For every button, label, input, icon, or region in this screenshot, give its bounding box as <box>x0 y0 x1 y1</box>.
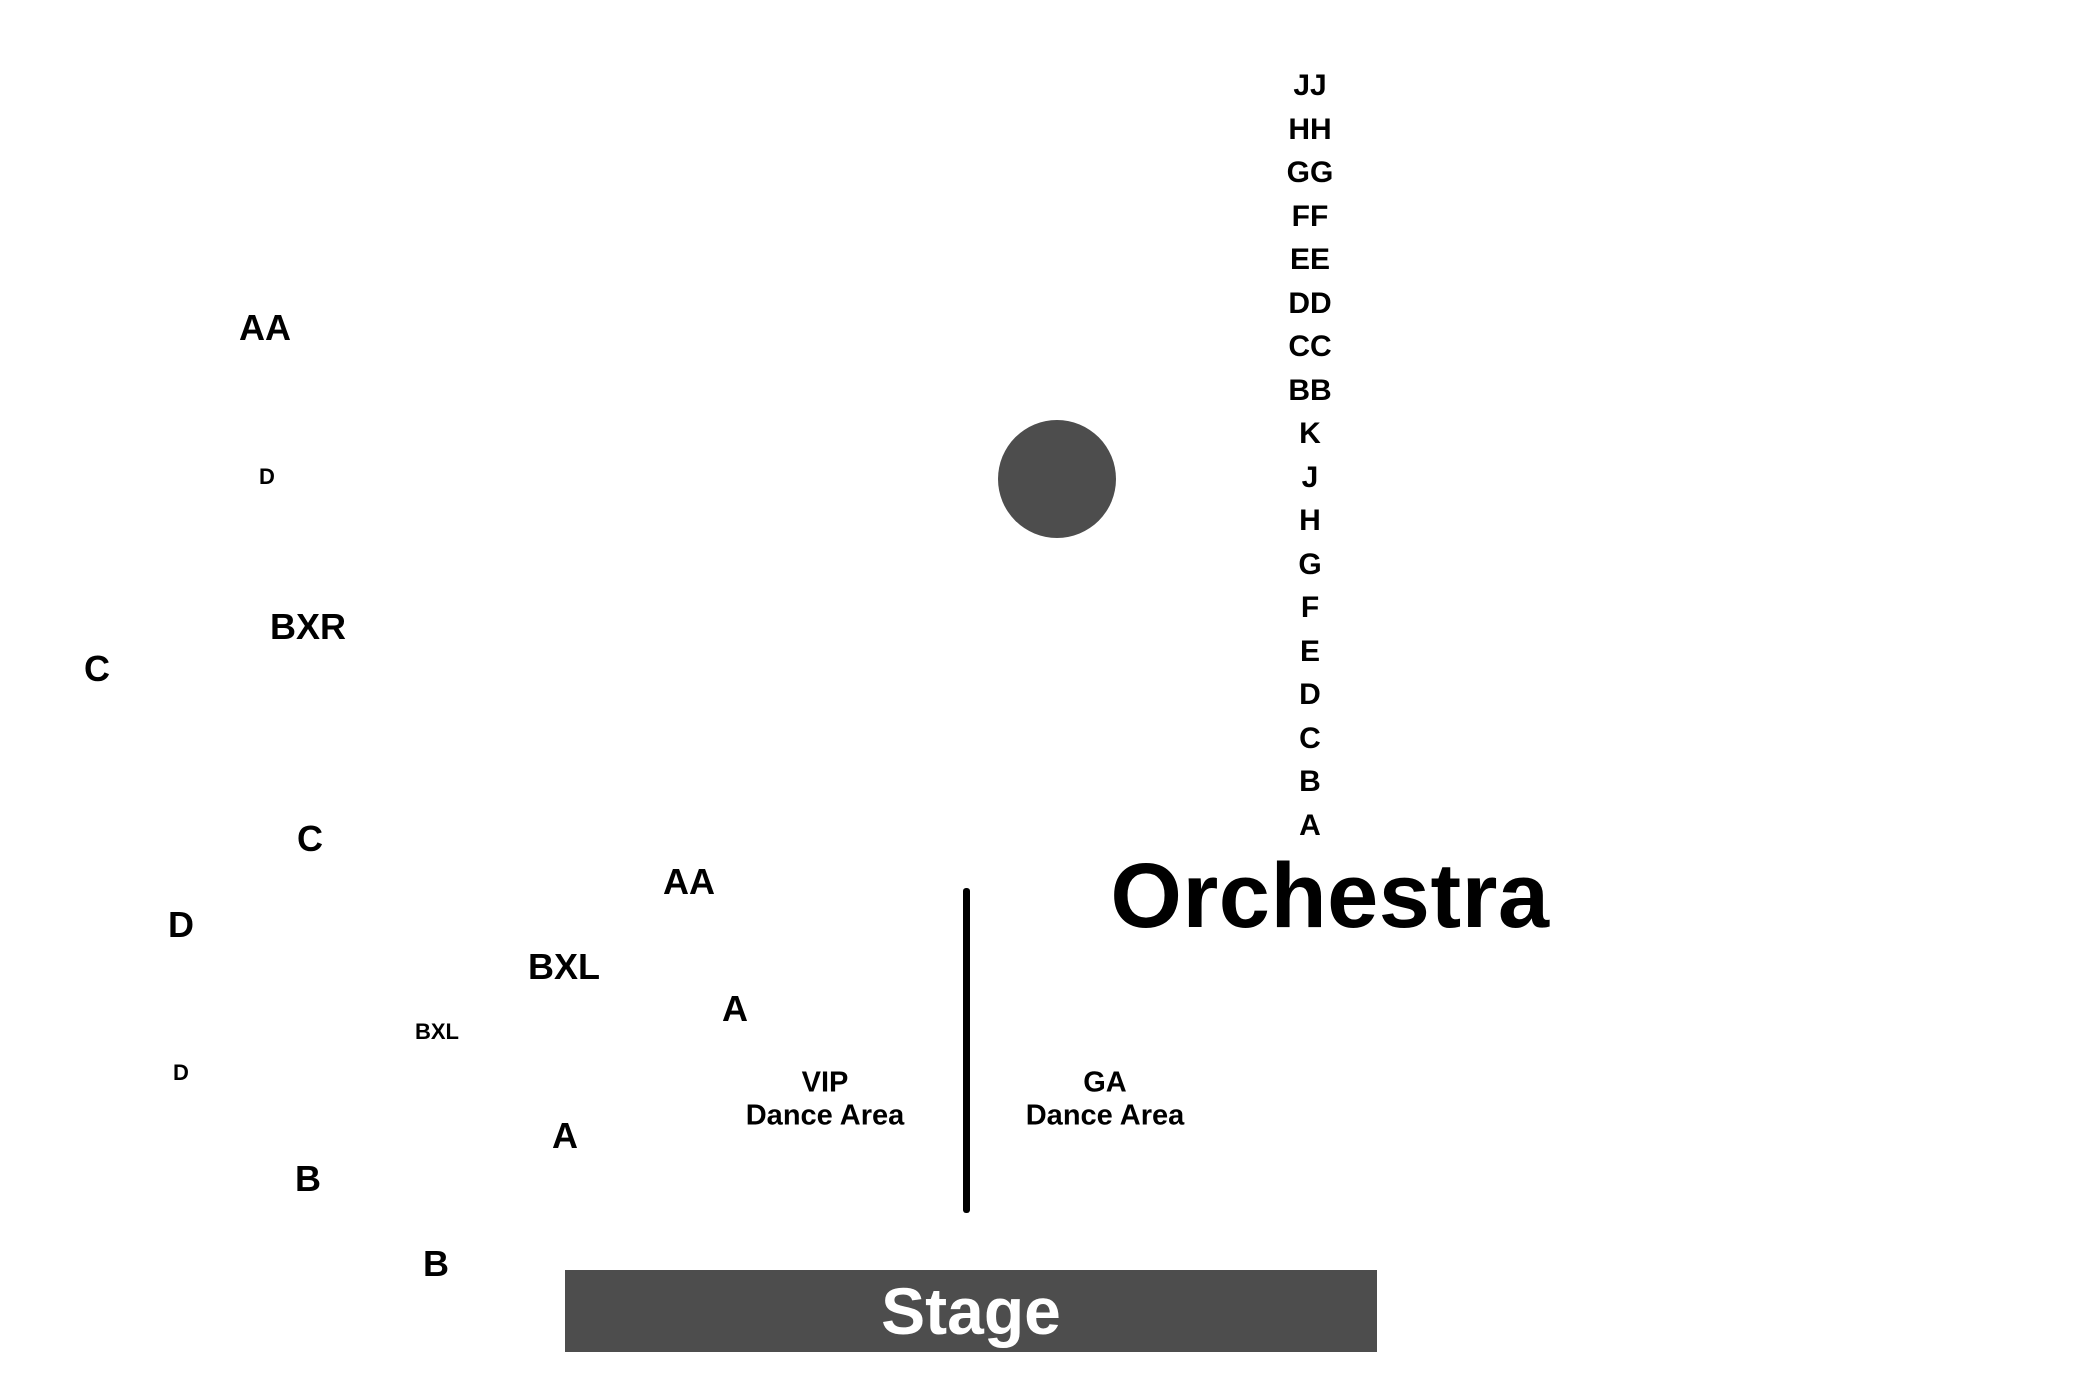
section-label-d-lower-small: D <box>173 1060 189 1085</box>
orchestra-row-label[interactable]: E <box>1299 634 1321 668</box>
orchestra-row-label[interactable]: B <box>1299 765 1321 798</box>
orchestra-row-label[interactable]: FF <box>1291 199 1329 233</box>
stage-label: Stage <box>881 1274 1061 1348</box>
stage: Stage <box>565 1270 1377 1352</box>
section-label-b-upper: B <box>295 1158 321 1199</box>
section-label-b-lower: B <box>423 1243 449 1284</box>
orchestra-row-label[interactable]: J <box>1301 460 1319 494</box>
section-label-d-left: D <box>168 904 194 945</box>
orchestra-row-label[interactable]: GG <box>1286 156 1334 189</box>
section-label-c-mid: C <box>297 818 323 859</box>
pillar-circle <box>998 420 1116 538</box>
ga-dance-area[interactable]: GA Dance Area <box>1026 1067 1185 1134</box>
orchestra-row-label[interactable]: DD <box>1288 286 1332 320</box>
section-label-bxr: BXR <box>269 606 347 647</box>
section-label-bxl-large: BXL <box>528 946 600 987</box>
section-label-aa-upper: AA <box>239 307 291 348</box>
orchestra-row-label[interactable]: HH <box>1288 112 1332 146</box>
orchestra-row-label[interactable]: EE <box>1289 243 1331 276</box>
section-label-a-lower: A <box>552 1115 578 1156</box>
vip-dance-area-title: VIP <box>801 1066 849 1099</box>
ga-dance-area-title: GA <box>1083 1066 1127 1099</box>
section-label-d-upper-small: D <box>259 464 275 489</box>
orchestra-row-label[interactable]: F <box>1300 591 1320 624</box>
section-label-c-far-left: C <box>84 648 110 689</box>
ga-dance-area-subtitle: Dance Area <box>1025 1100 1185 1132</box>
orchestra-row-label[interactable]: D <box>1299 678 1321 711</box>
vip-dance-area[interactable]: VIP Dance Area <box>746 1067 905 1134</box>
orchestra-row-label[interactable]: CC <box>1288 330 1332 363</box>
section-label-a-upper: A <box>722 988 748 1029</box>
section-label-aa-lower: AA <box>663 861 715 902</box>
orchestra-row-label[interactable]: JJ <box>1293 69 1327 102</box>
dance-area-divider <box>963 888 970 1213</box>
section-label-bxl-small: BXL <box>415 1019 459 1044</box>
orchestra-row-label[interactable]: K <box>1299 417 1321 450</box>
orchestra-row-label[interactable]: A <box>1299 808 1321 842</box>
orchestra-row-label[interactable]: BB <box>1288 373 1332 407</box>
orchestra-row-label[interactable]: H <box>1299 504 1321 537</box>
vip-dance-area-subtitle: Dance Area <box>745 1100 905 1132</box>
orchestra-row-label[interactable]: G <box>1298 547 1322 581</box>
orchestra-label: Orchestra <box>1110 845 1550 947</box>
orchestra-row-label[interactable]: C <box>1299 721 1321 755</box>
